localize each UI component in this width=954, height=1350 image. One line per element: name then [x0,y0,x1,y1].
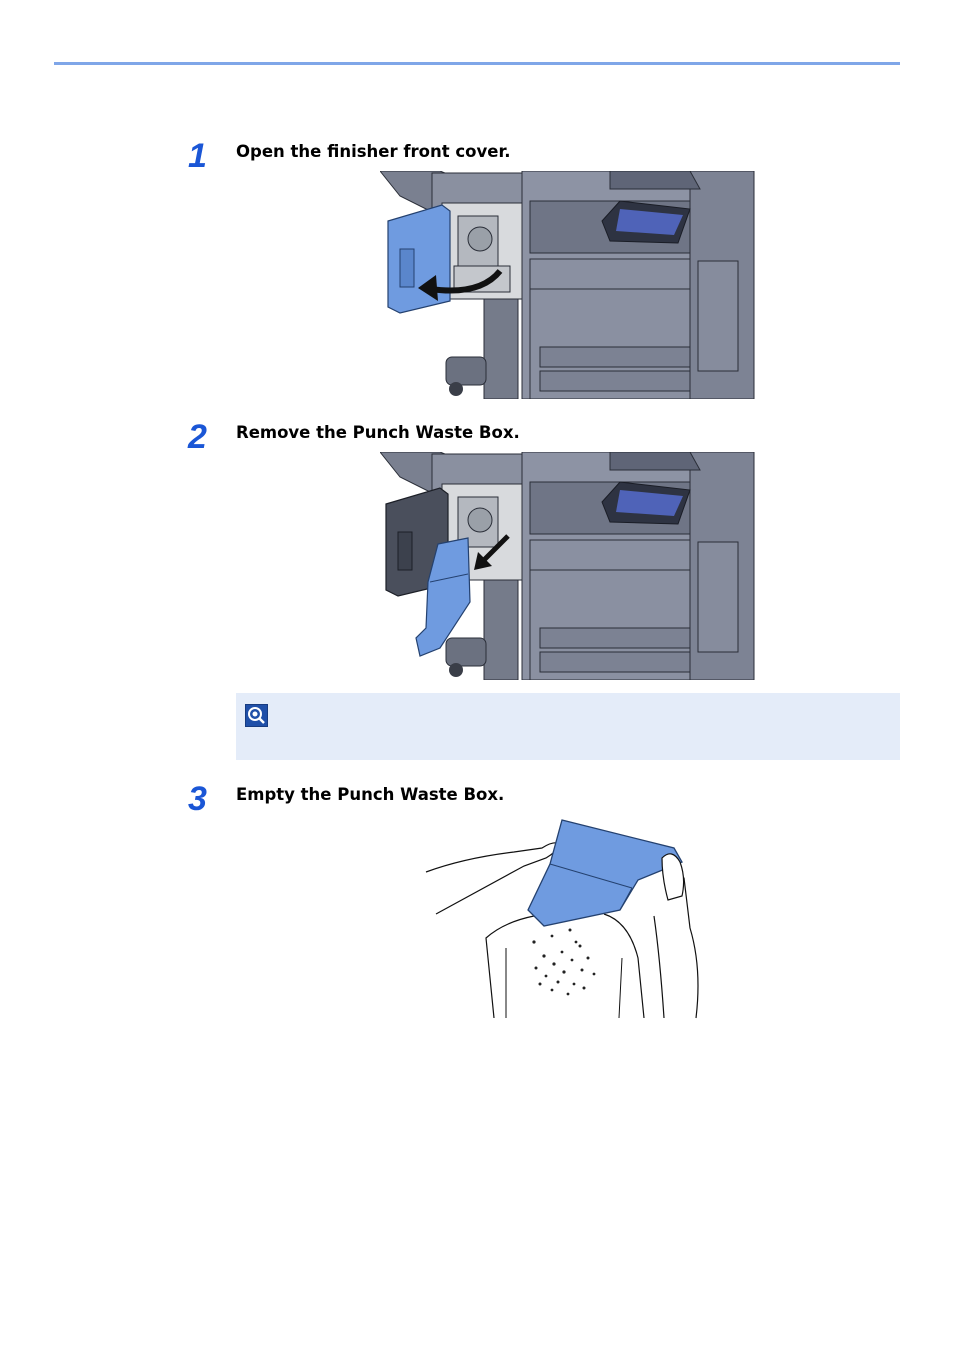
illustration-open-front-cover [380,171,755,399]
step-number-3: 3 [188,780,207,818]
note-icon [245,704,268,727]
note-box [236,693,900,760]
illustration-remove-punch-waste-box [380,452,755,680]
illustration-empty-punch-waste-box [424,818,704,1020]
step-text-1: Open the finisher front cover. [236,142,511,161]
header-rule [54,62,900,65]
step-number-2: 2 [188,418,207,456]
step-number-1: 1 [188,137,207,175]
step-text-3: Empty the Punch Waste Box. [236,785,505,804]
step-text-2: Remove the Punch Waste Box. [236,423,520,442]
